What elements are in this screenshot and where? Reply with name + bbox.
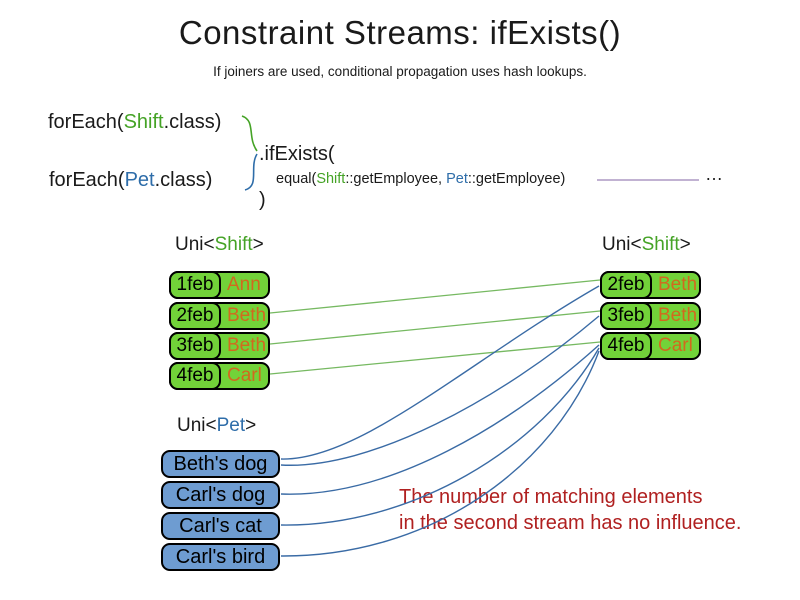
code-equal-joiner: equal(Shift::getEmployee, Pet::getEmploy…: [276, 171, 565, 187]
lookup-line-beths-dog-2feb: [280, 285, 600, 460]
table-row: 1feb Ann: [169, 271, 270, 299]
shift-date: 2feb: [169, 302, 221, 330]
code-text: ::getEmployee,: [345, 171, 447, 187]
annotation-text: The number of matching elements in the s…: [399, 484, 741, 536]
table-row: 4feb Carl: [169, 362, 270, 390]
page-subtitle: If joiners are used, conditional propaga…: [213, 64, 587, 79]
code-text: equal(: [276, 171, 317, 187]
ellipsis-text: …: [705, 164, 723, 184]
shift-employee: Beth: [227, 305, 267, 326]
shift-employee: Beth: [658, 274, 698, 295]
shift-date: 3feb: [169, 332, 221, 360]
table-row: 2feb Beth: [169, 302, 270, 330]
shift-employee: Beth: [658, 305, 698, 326]
label-text: Uni<: [175, 234, 215, 255]
code-text: .class): [163, 111, 222, 133]
code-text: ::getEmployee): [467, 171, 566, 187]
list-item: Carl's dog: [161, 481, 280, 509]
shift-class-token: Shift: [316, 171, 346, 187]
lookup-line-carls-dog-4feb: [280, 344, 600, 495]
code-foreach-pet: forEach(Pet.class): [49, 169, 212, 192]
brace-bottom-blue: [244, 153, 258, 191]
list-item: Carl's cat: [161, 512, 280, 540]
shift-date: 1feb: [169, 271, 221, 299]
lookup-line-carls-bird-4feb: [280, 350, 600, 557]
shift-class-token: Shift: [123, 111, 164, 133]
code-text: forEach(: [48, 111, 124, 133]
code-if-exists: .ifExists(: [259, 143, 335, 165]
pet-class-token: Pet: [446, 171, 468, 187]
annotation-line: The number of matching elements: [399, 486, 703, 508]
pet-class-token: Pet: [124, 169, 155, 191]
label-text: Uni<: [602, 234, 642, 255]
label-text: >: [245, 415, 257, 436]
code-text: .class): [154, 169, 213, 191]
left-shift-table-label: Uni<Shift>: [175, 234, 264, 256]
label-text: >: [252, 234, 264, 255]
table-row: 2feb Beth: [600, 271, 701, 299]
pet-table-label: Uni<Pet>: [177, 415, 256, 437]
match-line-3feb: [269, 310, 601, 345]
shift-type-token: Shift: [214, 234, 253, 255]
right-shift-table-label: Uni<Shift>: [602, 234, 691, 256]
code-close-paren: ): [259, 189, 266, 211]
shift-date: 2feb: [600, 271, 652, 299]
table-row: 4feb Carl: [600, 332, 701, 360]
shift-employee: Carl: [658, 335, 693, 356]
shift-employee: Ann: [227, 274, 261, 295]
shift-date: 4feb: [600, 332, 652, 360]
code-text: forEach(: [49, 169, 125, 191]
shift-type-token: Shift: [641, 234, 680, 255]
pet-type-token: Pet: [216, 415, 246, 436]
code-foreach-shift: forEach(Shift.class): [48, 111, 221, 134]
annotation-line: in the second stream has no influence.: [399, 512, 742, 534]
lookup-line-carls-cat-4feb: [280, 347, 600, 526]
shift-date: 4feb: [169, 362, 221, 390]
table-row: 3feb Beth: [169, 332, 270, 360]
list-item: Beth's dog: [161, 450, 280, 478]
label-text: Uni<: [177, 415, 217, 436]
label-text: >: [679, 234, 691, 255]
table-row: 3feb Beth: [600, 302, 701, 330]
match-line-2feb: [269, 279, 601, 314]
shift-employee: Beth: [227, 335, 267, 356]
shift-employee: Carl: [227, 365, 262, 386]
lookup-line-beths-dog-3feb: [280, 315, 600, 466]
match-line-4feb: [269, 341, 601, 375]
brace-top-green: [241, 115, 258, 152]
list-item: Carl's bird: [161, 543, 280, 571]
page-title: Constraint Streams: ifExists(): [178, 14, 622, 51]
shift-date: 3feb: [600, 302, 652, 330]
